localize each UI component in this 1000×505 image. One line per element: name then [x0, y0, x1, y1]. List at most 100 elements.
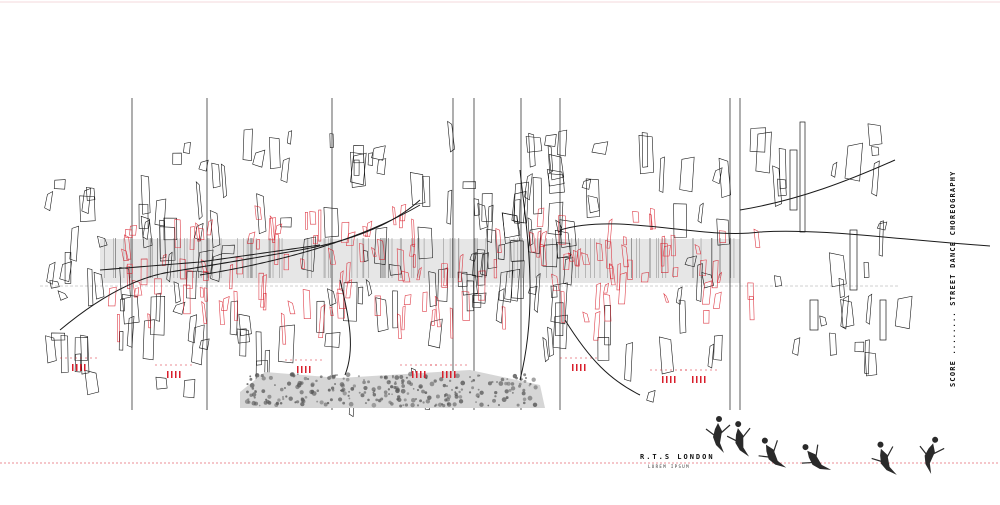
crowd-dot: [402, 404, 405, 407]
crowd-dot: [281, 395, 285, 399]
red-fragment: [268, 217, 276, 241]
crowd-dot: [471, 386, 475, 390]
red-marker: [666, 376, 668, 383]
fragment-shape: [792, 337, 801, 356]
fragment-shape: [376, 158, 387, 176]
fragment-shape: [676, 286, 683, 305]
crowd-dot: [518, 384, 522, 388]
fragment-shape: [547, 326, 554, 358]
crowd-dot: [393, 382, 397, 385]
red-fragment: [107, 286, 117, 307]
fragment-shape: [57, 290, 69, 301]
crowd-dot: [495, 380, 499, 384]
crowd-dot: [263, 400, 268, 405]
dancer-figure: [726, 421, 751, 457]
fragment-shape: [81, 187, 92, 214]
fragment-shape: [854, 341, 865, 353]
fragment-shape: [323, 207, 340, 238]
crowd-dot: [450, 388, 454, 391]
crowd-dot: [401, 384, 405, 388]
fragment-shape: [210, 253, 223, 282]
fragment-shape: [446, 189, 453, 225]
crowd-dot: [425, 399, 431, 404]
red-fragment: [623, 236, 627, 246]
fragment-shape: [363, 250, 369, 262]
fragment-shape: [69, 225, 79, 262]
fragment-shape: [44, 190, 54, 212]
fragment-shape: [120, 298, 125, 312]
crowd-dot: [386, 380, 391, 385]
crowd-dot: [367, 380, 370, 384]
red-fragment: [713, 291, 722, 309]
crowd-dot: [405, 376, 408, 379]
dancer-figure: [871, 441, 897, 475]
red-fragment: [283, 253, 289, 271]
red-fragment: [329, 306, 334, 316]
red-marker: [175, 371, 177, 378]
fragment-shape: [172, 301, 186, 315]
fragment-shape: [772, 165, 783, 207]
red-marker: [700, 376, 702, 383]
crowd-dot: [454, 386, 458, 390]
crowd-dot: [246, 390, 249, 394]
crowd-dot: [433, 379, 437, 383]
crowd-dot: [437, 402, 443, 407]
fragment-shape: [84, 369, 100, 396]
dancer-body: [924, 443, 935, 474]
fragment-shape: [840, 299, 855, 328]
dancer-arms: [758, 440, 778, 458]
crowd-dot: [327, 388, 331, 392]
red-fragment: [140, 258, 148, 286]
crowd-dot: [277, 398, 281, 402]
red-fragment: [621, 244, 629, 268]
fragment-shape: [587, 195, 600, 214]
red-fragment: [595, 242, 604, 261]
crowd-dot: [316, 400, 319, 403]
crowd-dot: [427, 395, 432, 400]
red-fragment: [309, 211, 317, 225]
crowd-dot: [358, 391, 361, 394]
crowd-dot: [475, 393, 480, 398]
red-marker: [674, 376, 676, 383]
movement-line: [564, 319, 641, 396]
fragment-shape: [547, 201, 564, 236]
red-marker: [420, 371, 422, 378]
red-fragment: [183, 284, 191, 315]
fragment-shape: [713, 334, 723, 361]
red-fragment: [694, 244, 702, 255]
crowd-dot: [387, 388, 391, 391]
crowd-dot: [363, 385, 368, 391]
dancer-head: [761, 437, 768, 444]
red-fragment: [126, 265, 131, 289]
crowd-dot: [475, 401, 477, 404]
red-fragment: [536, 230, 542, 258]
crowd-dot: [521, 391, 526, 396]
fragment-shape: [186, 270, 197, 299]
red-marker: [662, 376, 664, 383]
crowd-dot: [327, 376, 331, 380]
fragment-shape: [469, 252, 477, 262]
crowd-dot: [371, 387, 376, 392]
crowd-dot: [338, 397, 343, 402]
fragment-shape: [511, 260, 525, 300]
crowd-dot: [367, 398, 370, 402]
fragment-shape: [830, 161, 838, 178]
fragment-shape: [552, 314, 568, 350]
crowd-dot: [433, 404, 437, 408]
crowd-dot: [516, 403, 520, 407]
red-fragment: [403, 294, 412, 305]
crowd-dot: [510, 386, 516, 391]
fragment-shape: [497, 244, 506, 260]
fragment-shape: [142, 219, 151, 240]
crowd-dot: [454, 391, 457, 394]
red-fragment: [247, 231, 256, 244]
fragment-shape: [504, 268, 520, 302]
red-fragment: [185, 270, 194, 289]
fragment-shape: [239, 328, 247, 357]
crowd-dot: [290, 372, 295, 377]
crowd-dot: [393, 385, 397, 390]
fragment-shape: [59, 261, 73, 283]
fragment-shape: [126, 315, 135, 348]
dancer-head: [932, 436, 939, 443]
movement-line: [339, 279, 351, 376]
